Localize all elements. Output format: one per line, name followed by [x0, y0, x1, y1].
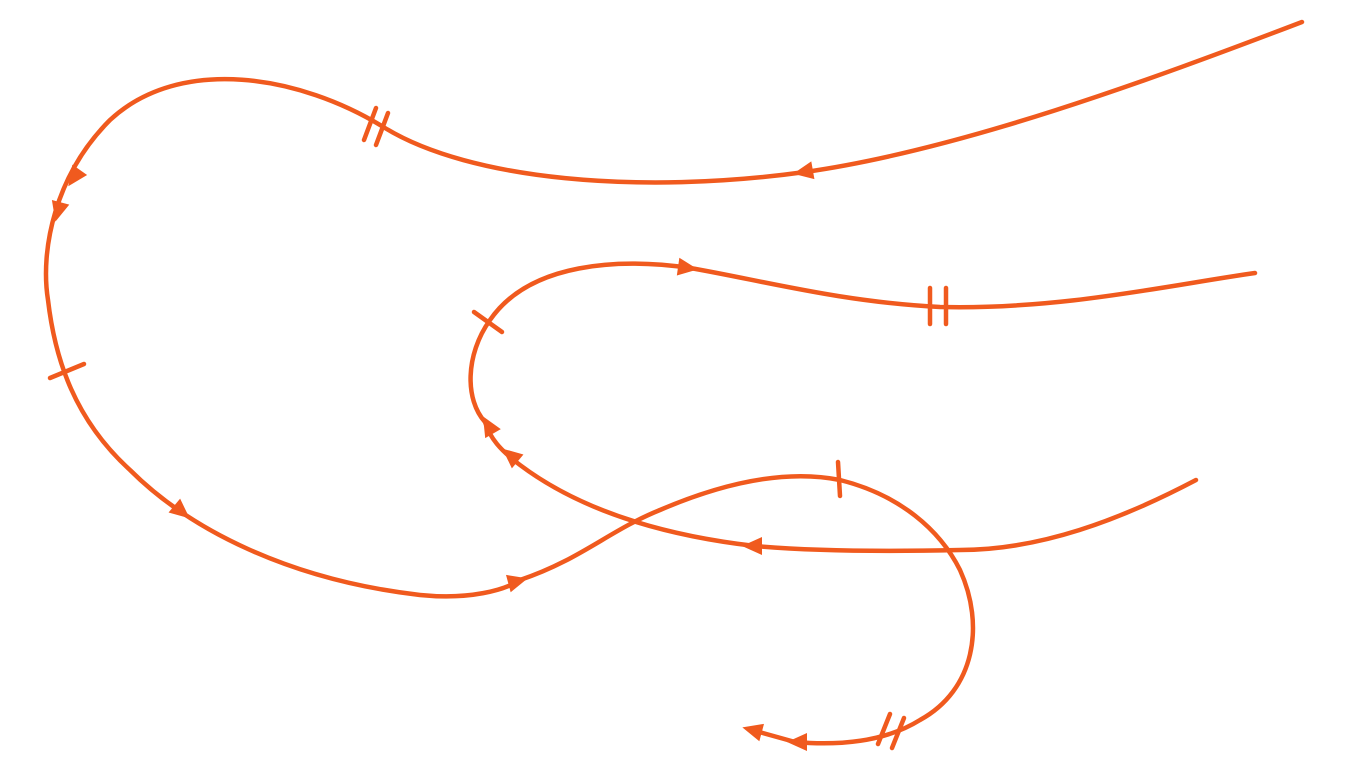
curve-middle — [468, 261, 1258, 425]
double-tick-hook — [875, 711, 907, 751]
arrowhead-hook-1 — [787, 733, 807, 751]
arrowhead-upper-right — [793, 161, 815, 180]
curve-lower — [482, 419, 1199, 554]
arrowhead-bottom — [506, 574, 528, 593]
arrowhead-left-lower — [168, 498, 190, 519]
curve-loop — [517, 474, 976, 746]
arrowhead-upper-left-1 — [68, 164, 88, 187]
curve-upper — [43, 19, 1305, 599]
arrowhead-hook-end — [742, 723, 764, 742]
double-tick-upper — [361, 105, 391, 148]
arrowheads-layer — [51, 161, 815, 751]
curves-layer — [43, 19, 1305, 746]
arrowhead-lower-left-1 — [502, 448, 524, 469]
single-tick-left — [47, 361, 87, 381]
arrowhead-lower-mid — [742, 537, 762, 555]
arrowhead-middle-top — [676, 257, 698, 276]
arrowhead-lower-left-2 — [483, 416, 501, 439]
double-tick-middle — [927, 285, 949, 327]
arrowhead-upper-left-2 — [51, 200, 70, 222]
single-tick-loop — [835, 459, 843, 499]
single-tick-middle-left — [471, 309, 505, 335]
tick-marks-layer — [47, 105, 949, 751]
